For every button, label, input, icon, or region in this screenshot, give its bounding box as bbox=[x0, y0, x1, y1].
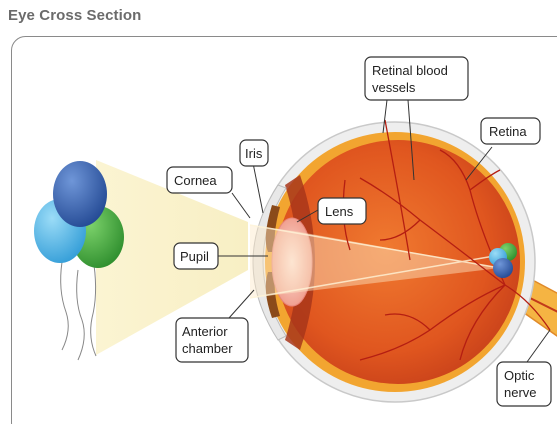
svg-text:Iris: Iris bbox=[245, 146, 263, 161]
svg-text:Retina: Retina bbox=[489, 124, 527, 139]
label-retina: Retina bbox=[481, 118, 540, 144]
label-anterior-chamber: Anterior chamber bbox=[176, 318, 248, 362]
retina-image-dark bbox=[493, 258, 513, 278]
balloon-dark-blue bbox=[53, 161, 107, 227]
label-cornea: Cornea bbox=[167, 167, 232, 193]
label-retinal-blood-vessels: Retinal blood vessels bbox=[365, 57, 468, 100]
svg-text:nerve: nerve bbox=[504, 385, 537, 400]
label-lens: Lens bbox=[318, 198, 366, 224]
svg-text:Optic: Optic bbox=[504, 368, 535, 383]
svg-text:Pupil: Pupil bbox=[180, 249, 209, 264]
svg-text:Retinal blood: Retinal blood bbox=[372, 63, 448, 78]
svg-text:vessels: vessels bbox=[372, 80, 416, 95]
svg-text:Cornea: Cornea bbox=[174, 173, 217, 188]
label-optic-nerve: Optic nerve bbox=[497, 362, 551, 406]
svg-text:Anterior: Anterior bbox=[182, 324, 228, 339]
svg-text:chamber: chamber bbox=[182, 341, 233, 356]
svg-text:Lens: Lens bbox=[325, 204, 354, 219]
label-iris: Iris bbox=[240, 140, 268, 166]
label-pupil: Pupil bbox=[174, 243, 218, 269]
